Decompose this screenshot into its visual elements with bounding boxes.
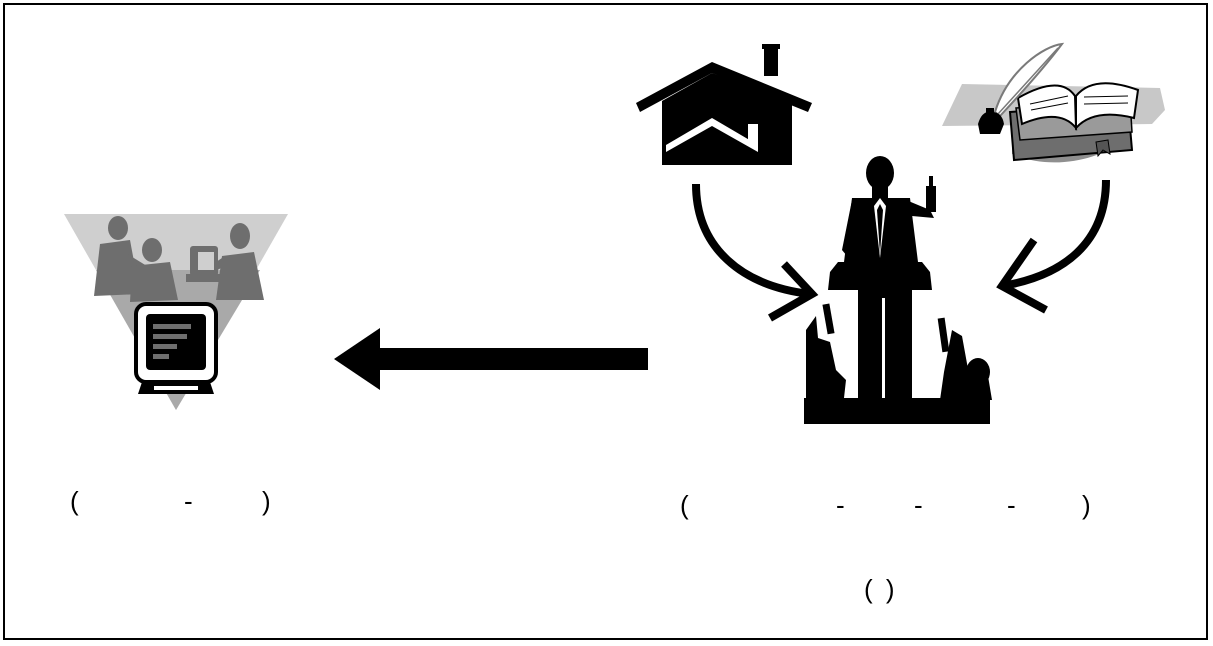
right-caption-dash-2: - [914, 488, 923, 522]
right-caption-dash-1: - [836, 488, 845, 522]
bottom-caption-text: ( ) [864, 574, 895, 604]
arrow-to-office [334, 328, 648, 390]
books-quill-icon [942, 44, 1165, 162]
right-caption-close-paren: ) [1082, 488, 1091, 522]
arrow-house-to-speaker [696, 184, 812, 318]
right-caption-dash-3: - [1007, 488, 1016, 522]
speaker-podium-icon [804, 156, 992, 424]
left-caption: ( - ) [70, 484, 280, 518]
left-caption-close-paren: ) [262, 484, 271, 518]
right-caption: ( - - - ) [680, 488, 1100, 522]
bottom-caption: ( ) [864, 572, 924, 606]
arrow-books-to-speaker [1002, 180, 1106, 310]
computer-monitor-icon [136, 304, 216, 394]
left-caption-dash: - [184, 484, 193, 518]
house-icon [636, 44, 812, 165]
left-caption-open-paren: ( [70, 484, 79, 518]
right-caption-open-paren: ( [680, 488, 689, 522]
